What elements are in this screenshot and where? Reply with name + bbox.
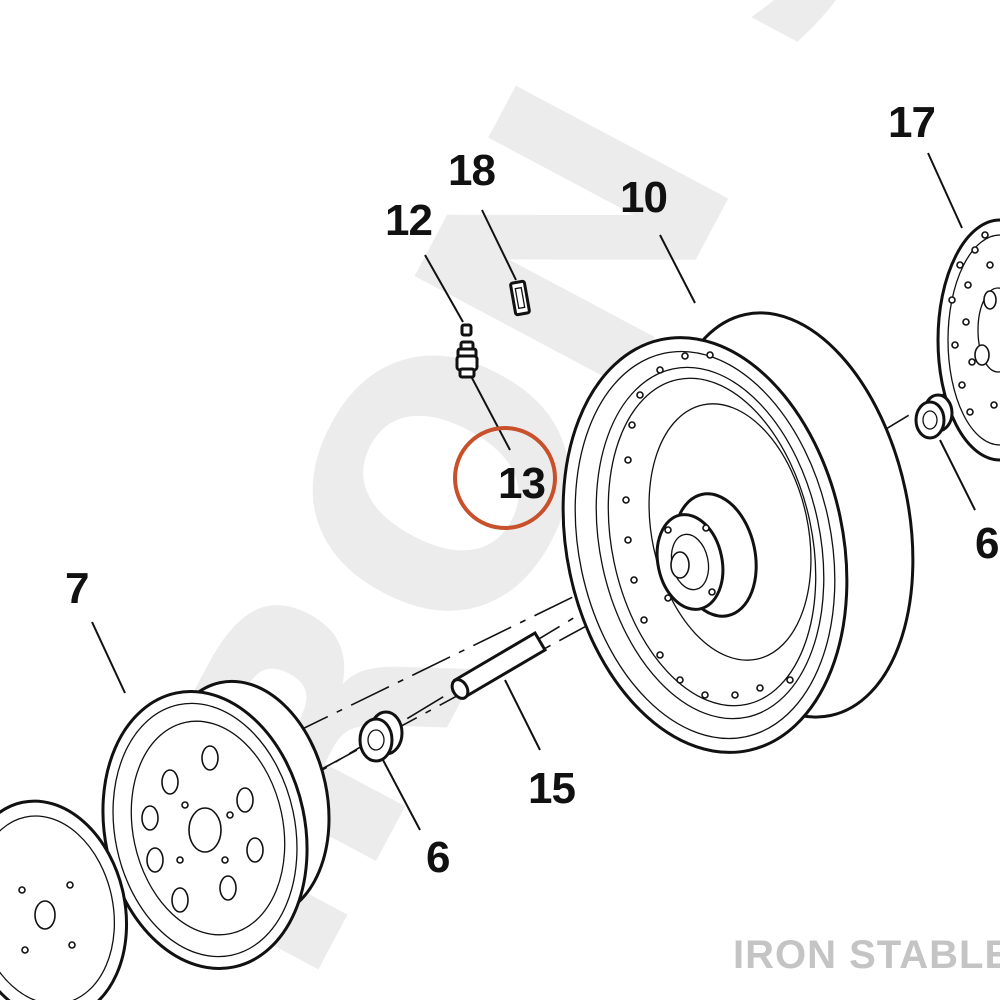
bearing-6-right	[914, 393, 954, 440]
valve-stem-13	[455, 340, 479, 379]
axle-spacer-15	[450, 630, 548, 700]
callout-6-right: 6	[975, 519, 998, 568]
left-cover	[0, 799, 129, 1000]
callout-18: 18	[448, 146, 495, 195]
callout-6-left: 6	[426, 833, 449, 882]
brand-logo-text: IRON STABLE	[733, 933, 1000, 977]
leader-lines	[91, 152, 976, 831]
plate-18	[509, 279, 531, 317]
wheel-10	[561, 311, 915, 754]
callout-15: 15	[528, 764, 575, 813]
cap-12	[460, 323, 473, 337]
callout-13: 13	[498, 459, 545, 508]
bearing-6-left	[358, 710, 404, 763]
callout-7: 7	[65, 564, 88, 613]
callout-10: 10	[620, 173, 667, 222]
callout-12: 12	[385, 196, 432, 245]
highlight-circle	[453, 426, 557, 530]
pulley-7	[101, 679, 331, 971]
callout-17: 17	[888, 98, 935, 147]
brake-rotor-17	[936, 218, 1000, 462]
